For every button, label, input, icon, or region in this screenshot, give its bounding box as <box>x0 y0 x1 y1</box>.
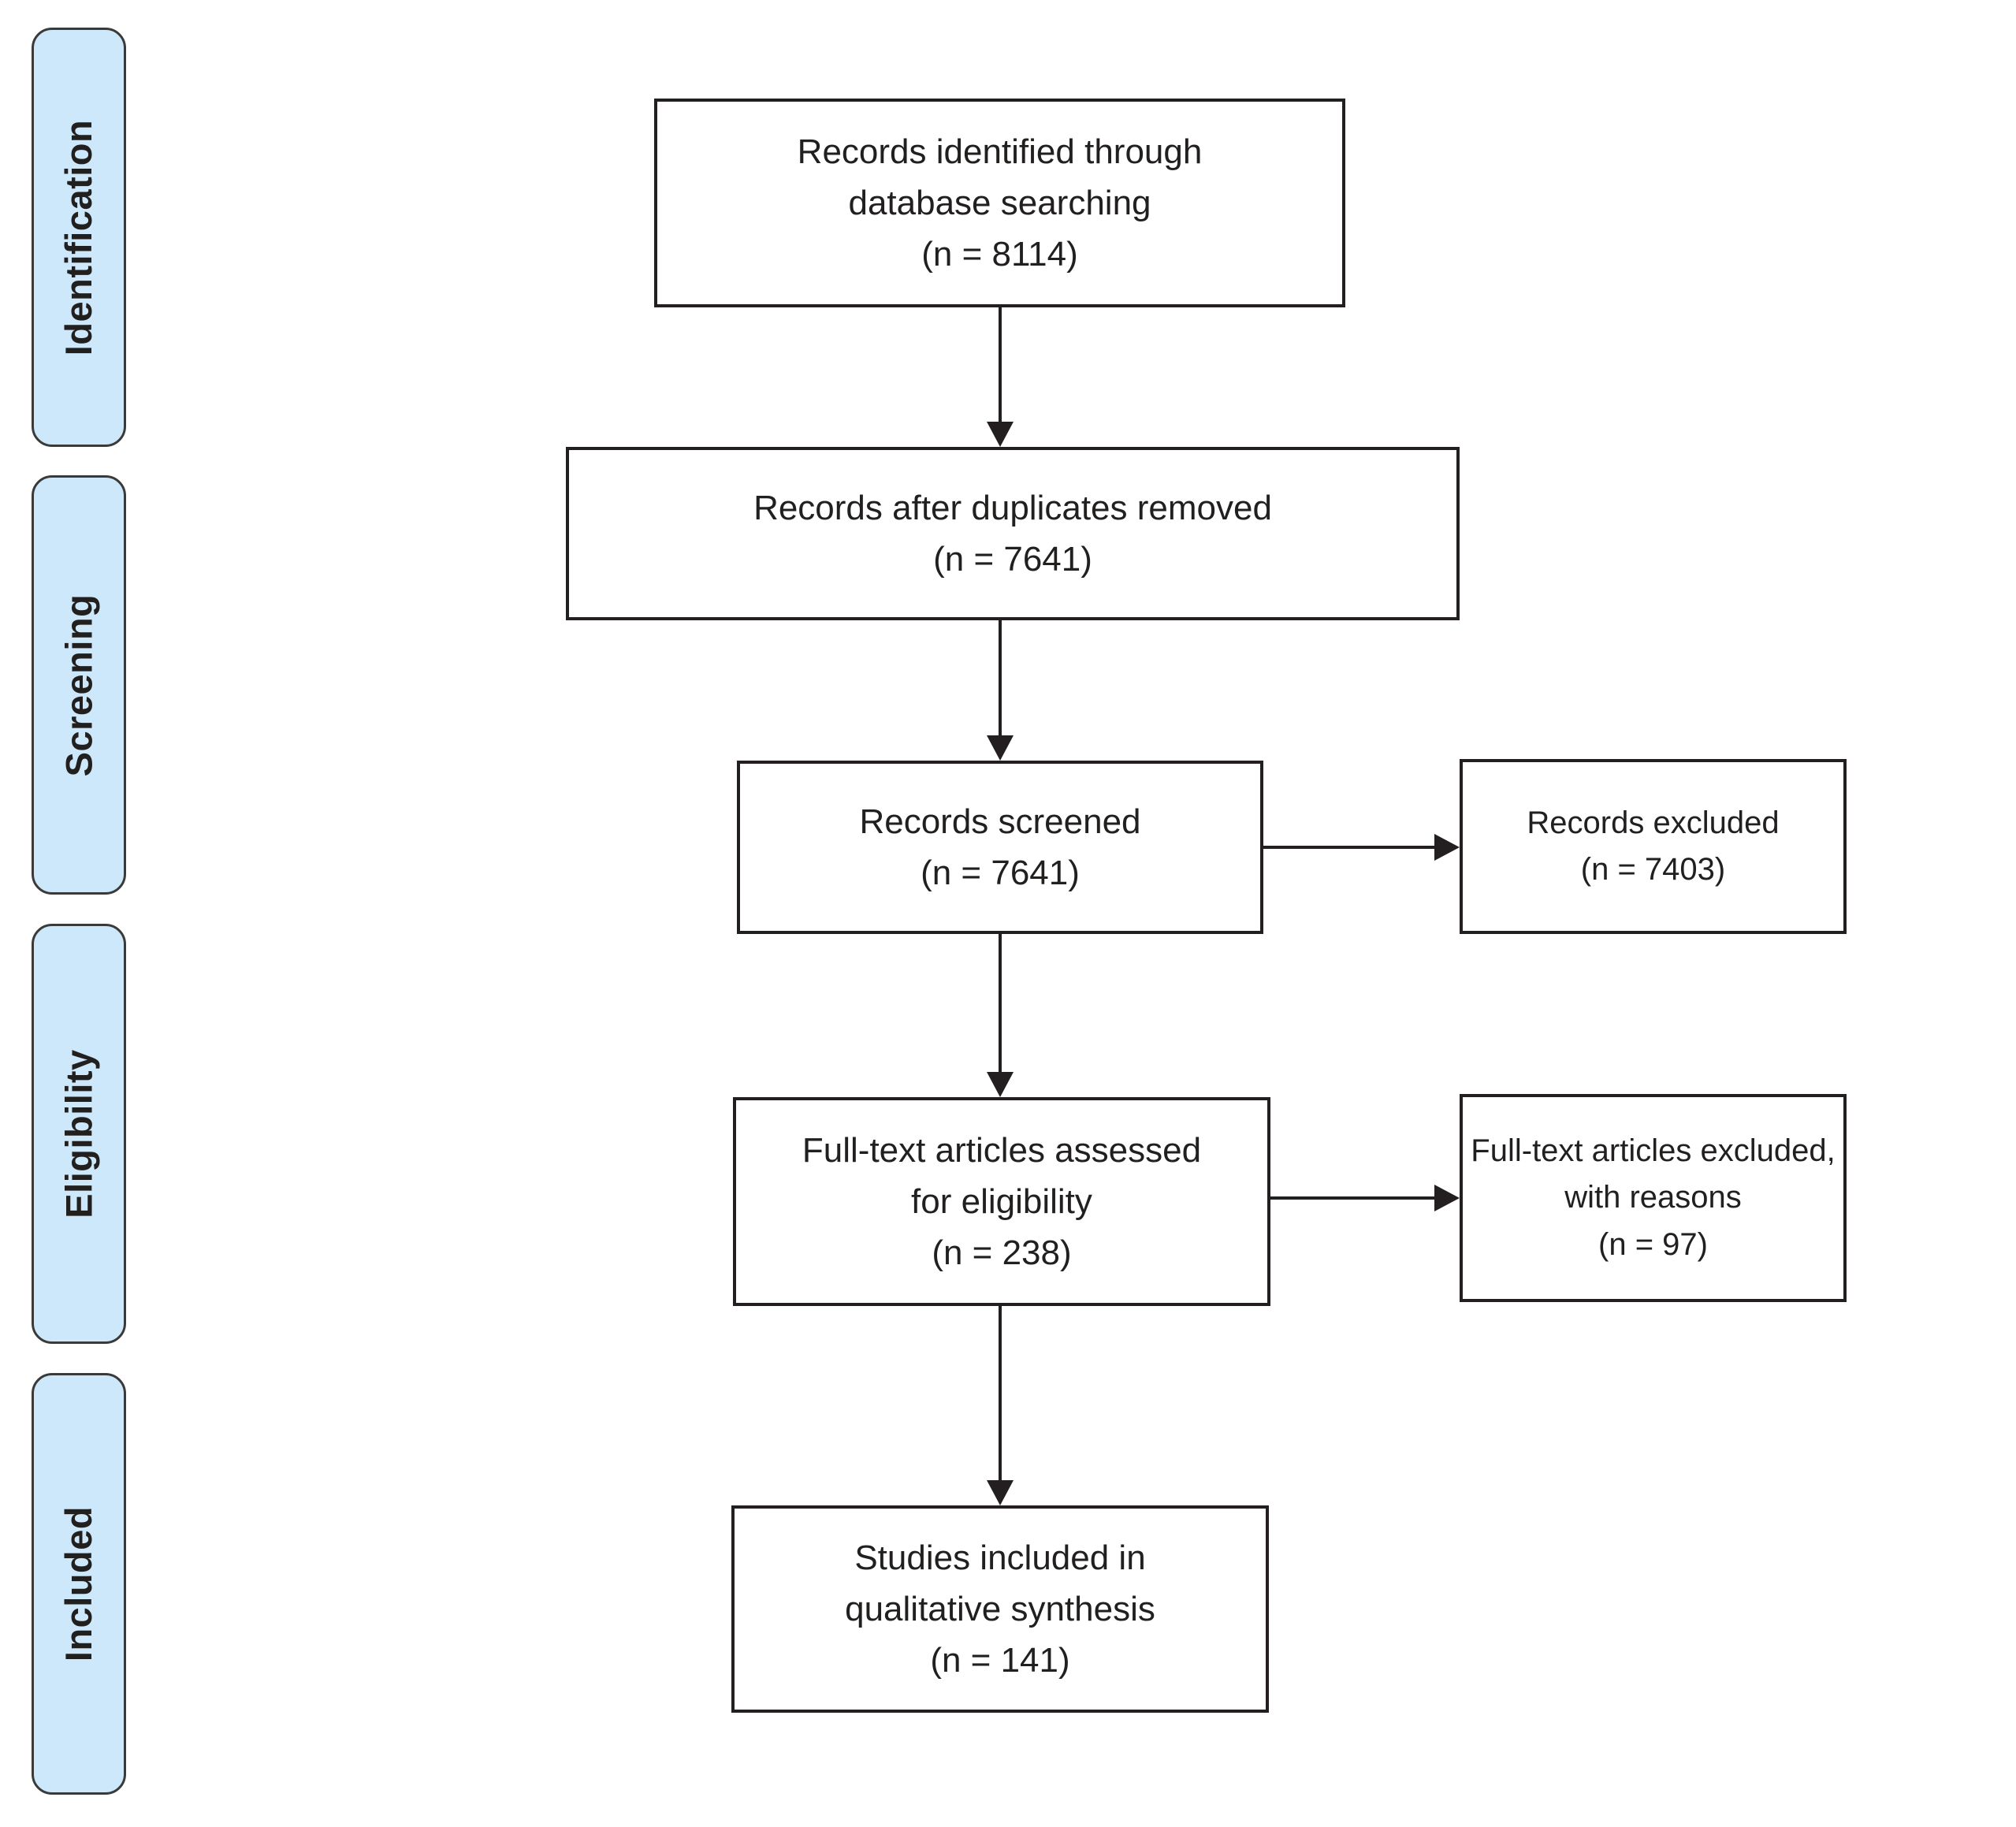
arrow-head-icon <box>1434 1185 1460 1211</box>
stage-screening: Screening <box>32 475 126 895</box>
arrow-line <box>999 1306 1002 1480</box>
node-studies-included: Studies included in qualitative synthesi… <box>731 1505 1269 1713</box>
stage-screening-label: Screening <box>58 593 100 776</box>
arrow-head-icon <box>987 1480 1014 1505</box>
stage-identification: Identification <box>32 28 126 447</box>
stage-identification-label: Identification <box>58 119 100 355</box>
arrow-line <box>999 620 1002 735</box>
arrow-line <box>999 934 1002 1072</box>
arrow-line <box>1263 846 1434 849</box>
node-records-screened: Records screened (n = 7641) <box>737 761 1263 934</box>
arrow-head-icon <box>987 422 1014 447</box>
arrow-line <box>999 307 1002 423</box>
stage-included: Included <box>32 1373 126 1795</box>
stage-eligibility: Eligibility <box>32 924 126 1344</box>
arrow-head-icon <box>1434 834 1460 861</box>
arrow-head-icon <box>987 735 1014 761</box>
node-fulltext-assessed: Full-text articles assessed for eligibil… <box>733 1097 1270 1306</box>
node-records-excluded: Records excluded (n = 7403) <box>1460 759 1847 934</box>
node-fulltext-excluded: Full-text articles excluded, with reason… <box>1460 1094 1847 1302</box>
arrow-head-icon <box>987 1072 1014 1097</box>
stage-included-label: Included <box>58 1505 100 1662</box>
arrow-line <box>1270 1196 1434 1200</box>
node-records-after-duplicates: Records after duplicates removed (n = 76… <box>566 447 1460 620</box>
node-records-identified: Records identified through database sear… <box>654 99 1345 307</box>
stage-eligibility-label: Eligibility <box>58 1049 100 1219</box>
